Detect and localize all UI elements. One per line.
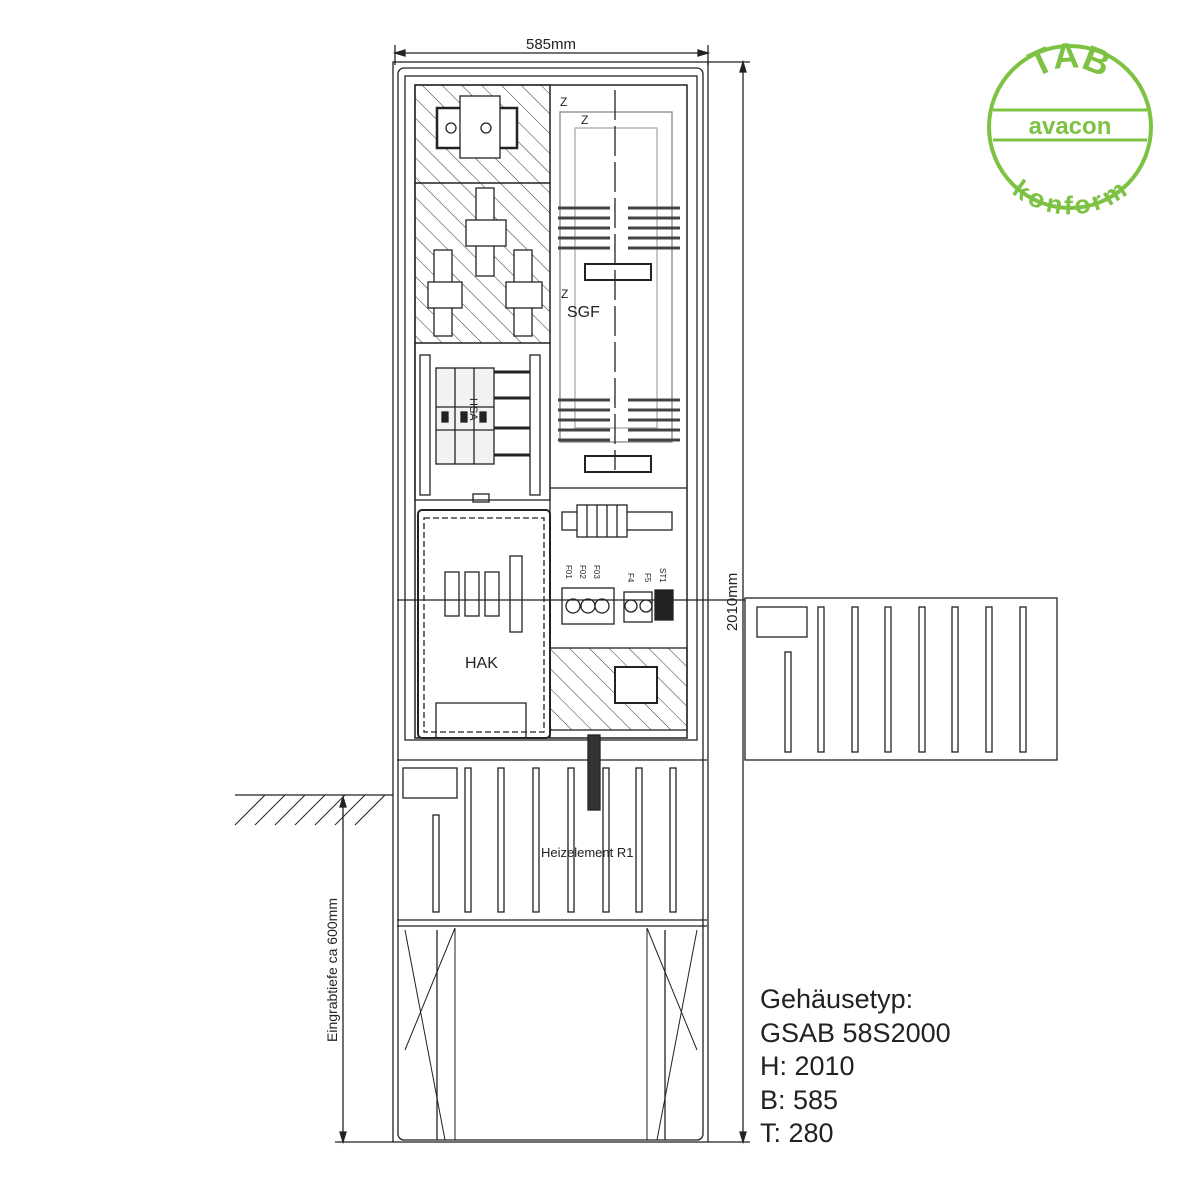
cabinet-body <box>392 61 745 1143</box>
tab-avacon-seal: TAB avacon konform <box>987 34 1153 220</box>
fuse-label: F03 <box>592 565 601 579</box>
width-dimension <box>392 45 711 65</box>
spec-height: H: 2010 <box>760 1051 855 1081</box>
fuse-label: F4 <box>626 573 635 583</box>
seal-middle-text: avacon <box>1029 113 1112 140</box>
z-label: Z <box>560 95 567 109</box>
height-label: 2010mm <box>724 573 741 631</box>
width-label: 585mm <box>526 36 576 53</box>
fuse-label: F02 <box>578 565 587 579</box>
side-view <box>744 597 1058 761</box>
hak-field <box>417 509 551 739</box>
spec-width: B: 585 <box>760 1084 839 1115</box>
hsa-label: HSA <box>467 398 479 421</box>
terminal-field <box>549 504 688 731</box>
fuse-label: F01 <box>564 565 573 579</box>
heater-label: Heizelement R1 <box>541 845 634 860</box>
hak-label: HAK <box>465 655 498 672</box>
ground-line <box>234 794 393 826</box>
z-label: Z <box>561 287 568 301</box>
height-dimension <box>708 59 750 1145</box>
spec-type: GSAB 58S2000 <box>760 1017 951 1048</box>
sgf-field <box>549 85 687 738</box>
housing-spec: Gehäusetyp: GSAB 58S2000 H: 2010 B: 585 … <box>760 983 951 1151</box>
spec-title: Gehäusetyp: <box>760 984 914 1014</box>
fuse-label: ST1 <box>658 568 667 583</box>
depth-dimension <box>335 794 393 1145</box>
main-switch-field <box>414 84 551 344</box>
fuse-label: F5 <box>643 573 652 583</box>
base-section <box>402 734 698 1141</box>
depth-label: Eingrabtiefe ca 600mm <box>324 898 340 1042</box>
z-label: Z <box>581 113 588 127</box>
sgf-label: SGF <box>567 304 600 321</box>
hsa-field <box>414 342 551 503</box>
spec-depth: T: 280 <box>760 1118 834 1148</box>
